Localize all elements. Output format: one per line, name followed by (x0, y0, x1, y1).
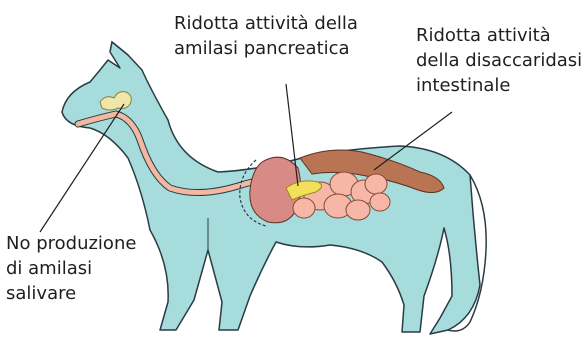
label-pancreatic-amylase: Ridotta attività della amilasi pancreati… (174, 11, 358, 61)
label-intestinal-line-1: Ridotta attività (416, 23, 582, 48)
label-intestinal-line-3: intestinale (416, 73, 582, 98)
label-intestinal-disaccharidase: Ridotta attività della disaccaridasi int… (416, 23, 582, 98)
label-salivary-line-1: No produzione (6, 231, 136, 256)
label-pancreatic-line-1: Ridotta attività della (174, 11, 358, 36)
label-intestinal-line-2: della disaccaridasi (416, 48, 582, 73)
label-salivary-amylase: No produzione di amilasi salivare (6, 231, 136, 306)
label-pancreatic-line-2: amilasi pancreatica (174, 36, 358, 61)
label-salivary-line-2: di amilasi (6, 256, 136, 281)
label-salivary-line-3: salivare (6, 281, 136, 306)
